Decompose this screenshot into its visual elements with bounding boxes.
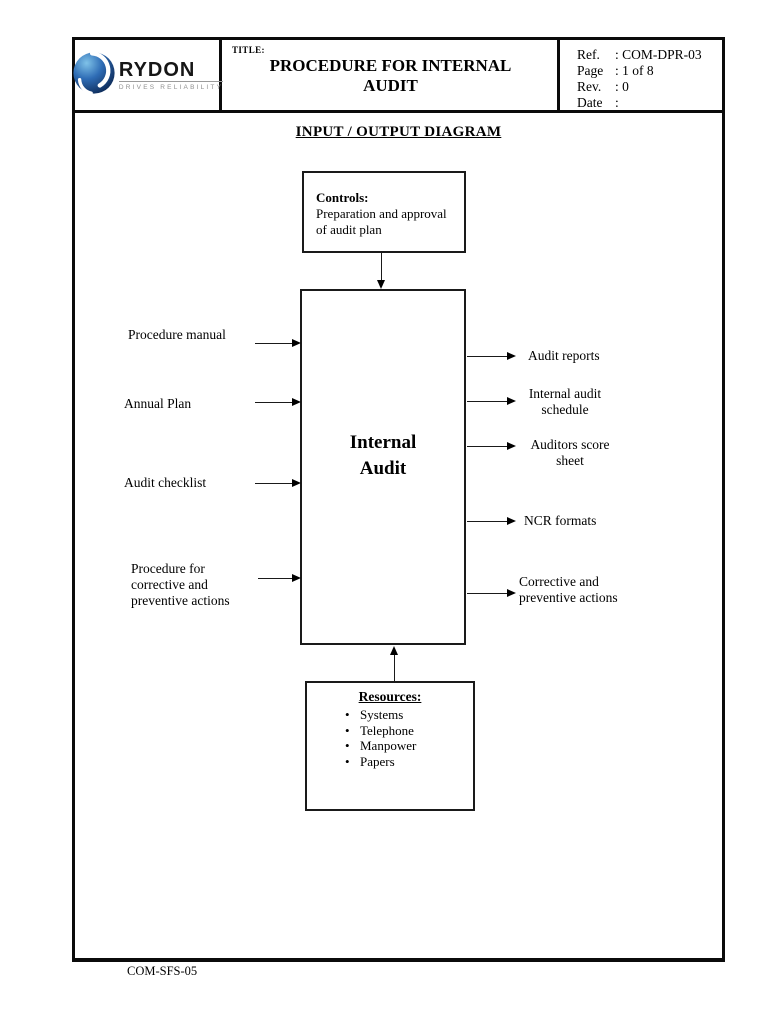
title-cell: TITLE: PROCEDURE FOR INTERNAL AUDIT <box>222 40 560 110</box>
input-label-procedure-manual: Procedure manual <box>128 327 226 342</box>
rydon-ball-icon <box>71 50 117 101</box>
ref-label: Ref. <box>577 47 600 62</box>
page-value: : 1 of 8 <box>615 63 654 78</box>
ref-row: Ref. : COM-DPR-03 <box>577 47 718 63</box>
date-label: Date <box>577 95 603 110</box>
controls-heading: Controls: <box>316 190 369 205</box>
output-label-audit-reports: Audit reports <box>528 348 600 363</box>
output-arrow-audit-reports <box>467 352 516 360</box>
input-label-annual-plan: Annual Plan <box>124 396 192 411</box>
resources-box: Resources: Systems Telephone Manpower Pa… <box>305 681 475 811</box>
output-arrow-corrective-actions <box>467 589 516 597</box>
controls-to-process-arrow <box>377 253 385 289</box>
diagram-title: INPUT / OUTPUT DIAGRAM <box>295 124 502 140</box>
resources-to-process-arrow <box>390 646 398 681</box>
rev-row: Rev. : 0 <box>577 79 718 95</box>
output-arrow-internal-audit-schedule <box>467 397 516 405</box>
date-value: : <box>615 95 619 110</box>
document-title: PROCEDURE FOR INTERNAL AUDIT <box>269 56 512 95</box>
process-label: Internal Audit <box>349 432 417 479</box>
input-label-audit-checklist: Audit checklist <box>124 475 207 490</box>
input-arrow-annual-plan <box>255 398 301 406</box>
logo-tagline: DRIVES RELIABILITY <box>118 83 224 91</box>
output-label-auditors-score-sheet: Auditors score sheet <box>530 437 610 468</box>
document-header: RYDON DRIVES RELIABILITY TITLE: PROCEDUR… <box>73 40 722 113</box>
controls-box: Controls: Preparation and approval of au… <box>302 171 466 253</box>
rev-value: : 0 <box>615 79 629 94</box>
output-arrow-auditors-score-sheet <box>467 442 516 450</box>
page-label: Page <box>577 63 604 78</box>
logo-cell: RYDON DRIVES RELIABILITY <box>73 40 224 110</box>
resource-item-systems: Systems <box>307 707 473 723</box>
process-box: Internal Audit <box>300 289 466 645</box>
logo-text: RYDON DRIVES RELIABILITY <box>118 60 224 91</box>
rev-label: Rev. <box>577 79 602 94</box>
resource-item-manpower: Manpower <box>307 738 473 754</box>
output-label-ncr-formats: NCR formats <box>524 513 597 528</box>
logo-brand-name: RYDON <box>118 60 224 82</box>
resource-item-telephone: Telephone <box>307 723 473 739</box>
input-arrow-procedure-manual <box>255 339 301 347</box>
resources-list: Systems Telephone Manpower Papers <box>307 707 473 769</box>
date-row: Date : <box>577 95 718 111</box>
resource-item-papers: Papers <box>307 754 473 770</box>
page-border-frame <box>72 37 725 962</box>
input-arrow-corrective-procedure <box>258 574 301 582</box>
footer-doc-code: COM-SFS-05 <box>127 964 198 978</box>
company-logo: RYDON DRIVES RELIABILITY <box>71 50 224 101</box>
reference-cell: Ref. : COM-DPR-03 Page : 1 of 8 Rev. : 0… <box>560 40 722 110</box>
output-arrow-ncr-formats <box>467 517 516 525</box>
input-arrow-audit-checklist <box>255 479 301 487</box>
resources-heading: Resources: <box>358 689 422 704</box>
controls-text: Preparation and approval of audit plan <box>316 206 447 237</box>
ref-value: : COM-DPR-03 <box>615 47 702 62</box>
output-label-corrective-actions: Corrective and preventive actions <box>519 574 618 605</box>
output-label-internal-audit-schedule: Internal audit schedule <box>528 386 602 417</box>
page-row: Page : 1 of 8 <box>577 63 718 79</box>
title-field-label: TITLE: <box>232 45 265 55</box>
input-label-corrective-procedure: Procedure for corrective and preventive … <box>131 561 230 608</box>
